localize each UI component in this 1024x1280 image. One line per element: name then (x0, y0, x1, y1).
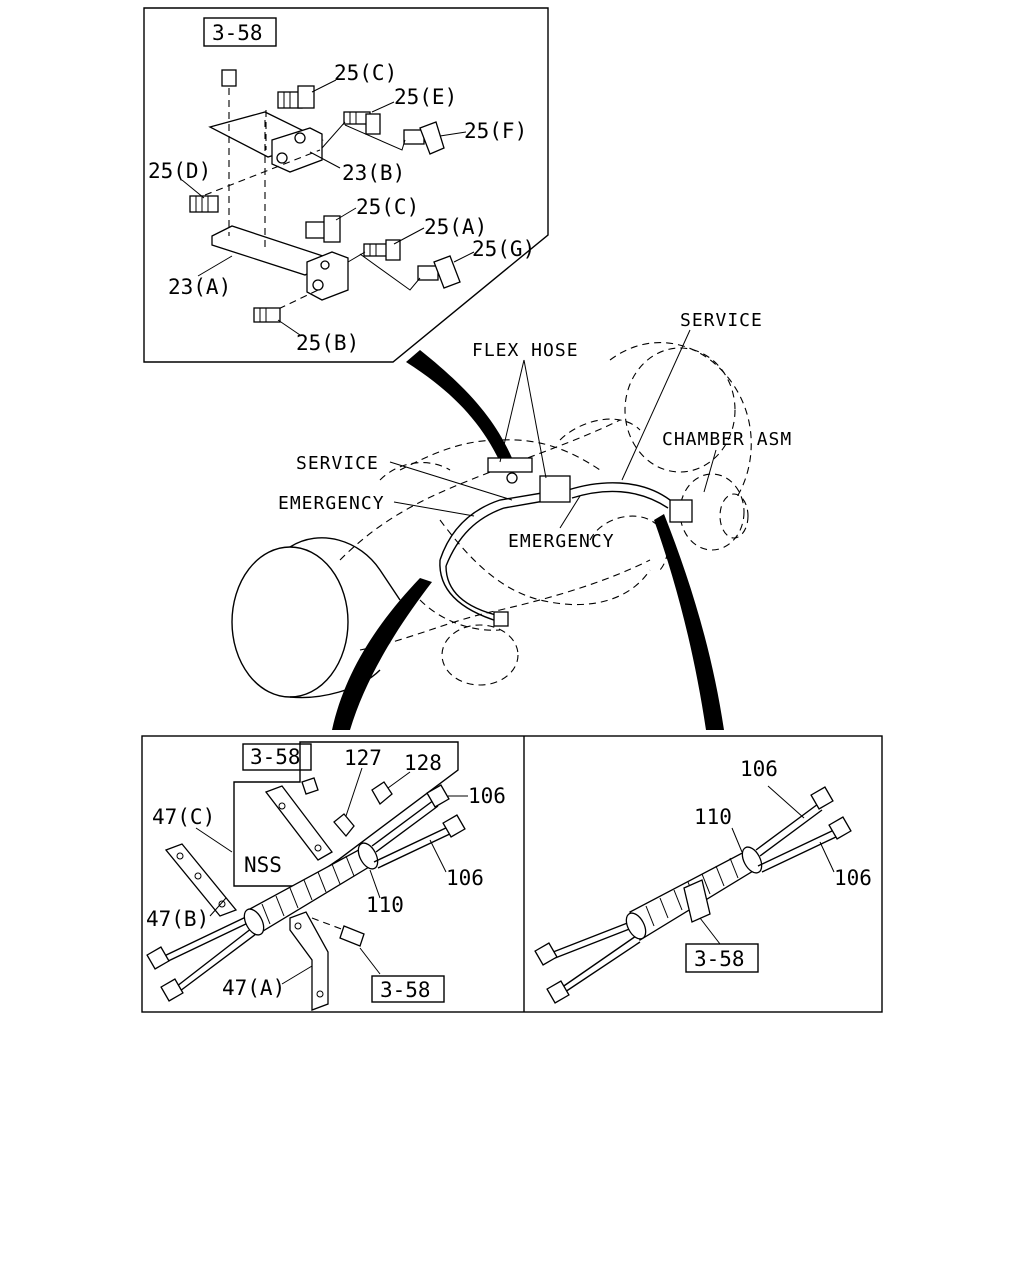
clip-127 (333, 813, 355, 838)
label-23b: 23(B) (342, 161, 405, 185)
fitting-25c-lower (305, 215, 341, 243)
label-128: 128 (404, 751, 442, 775)
callout-wedge-top (406, 350, 512, 462)
ref-box-top-label: 3-58 (250, 745, 301, 769)
label-nss: NSS (244, 853, 282, 877)
brake-drum-left (231, 546, 349, 698)
hose-end-nut (828, 816, 852, 840)
ref-box-3-58 (203, 17, 277, 47)
label-106-upper-right: 106 (740, 757, 778, 781)
label-chamber-asm: CHAMBER ASM (662, 429, 792, 450)
bottom-left-panel: 3-58 (146, 741, 506, 1011)
fitting-25d (189, 195, 219, 213)
ref-box-top (242, 743, 312, 771)
label-25c-lower: 25(C) (356, 195, 419, 219)
hose-end-nut (160, 978, 184, 1002)
bottom-right-panel: 3-58 106 110 106 (534, 757, 872, 1004)
label-25d: 25(D) (148, 159, 211, 183)
callout-wedge-left (332, 578, 432, 730)
bracket-47a (289, 911, 329, 1011)
top-detail-panel: 3-58 (143, 7, 549, 363)
label-106-upper: 106 (468, 784, 506, 808)
label-emergency-center: EMERGENCY (508, 531, 615, 552)
label-25a: 25(A) (424, 215, 487, 239)
nss-bracket (264, 785, 333, 861)
label-flex-hose: FLEX HOSE (472, 340, 579, 361)
bottom-panels-frame (141, 735, 883, 1013)
label-110-right: 110 (694, 805, 732, 829)
label-127: 127 (344, 746, 382, 770)
bolt-128 (371, 781, 393, 805)
hose-end-nut (442, 814, 466, 838)
label-47b: 47(B) (146, 907, 209, 931)
hose-end-nut (534, 942, 558, 966)
ref-box-bottom (371, 975, 445, 1003)
label-25e: 25(E) (394, 85, 457, 109)
callout-wedge-right (654, 514, 724, 730)
clamp (683, 879, 711, 923)
label-47a: 47(A) (222, 976, 285, 1000)
label-25g: 25(G) (472, 237, 535, 261)
fitting-25f (403, 121, 445, 155)
label-47c: 47(C) (152, 805, 215, 829)
hose-service-left (439, 491, 549, 561)
top-panel-frame (143, 7, 549, 363)
label-service-left: SERVICE (296, 453, 379, 474)
bracket-47b (164, 843, 238, 917)
hose-end-nut (146, 946, 170, 970)
fitting-25e (343, 111, 381, 135)
bolt-top (221, 69, 237, 87)
label-110: 110 (366, 893, 404, 917)
label-106-lower-right: 106 (834, 866, 872, 890)
fitting-25g (417, 255, 461, 289)
ref-box-label: 3-58 (212, 21, 263, 45)
hose-end-nut (426, 784, 450, 808)
nss-outline (233, 741, 459, 887)
fitting-25a (363, 239, 401, 261)
hose-service-right (567, 482, 671, 501)
hose-end-nut (546, 980, 570, 1004)
ref-box-right (685, 943, 759, 973)
label-emergency-left: EMERGENCY (278, 493, 385, 514)
label-25c-upper: 25(C) (334, 61, 397, 85)
hose-end-nut (810, 786, 834, 810)
ref-box-right-label: 3-58 (694, 947, 745, 971)
ref-box-bottom-label: 3-58 (380, 978, 431, 1002)
label-25f: 25(F) (464, 119, 527, 143)
fitting-25b (253, 307, 281, 323)
label-23a: 23(A) (168, 275, 231, 299)
brake-drum-right (624, 347, 736, 473)
label-25b: 25(B) (296, 331, 359, 355)
label-106-lower: 106 (446, 866, 484, 890)
flex-hose-block (539, 475, 571, 503)
fitting-25c-upper (277, 85, 315, 109)
label-service-right: SERVICE (680, 310, 763, 331)
axle-assembly-view: FLEX HOSE SERVICE CHAMBER ASM SERVICE EM… (231, 310, 792, 730)
chamber-fitting (669, 499, 693, 523)
